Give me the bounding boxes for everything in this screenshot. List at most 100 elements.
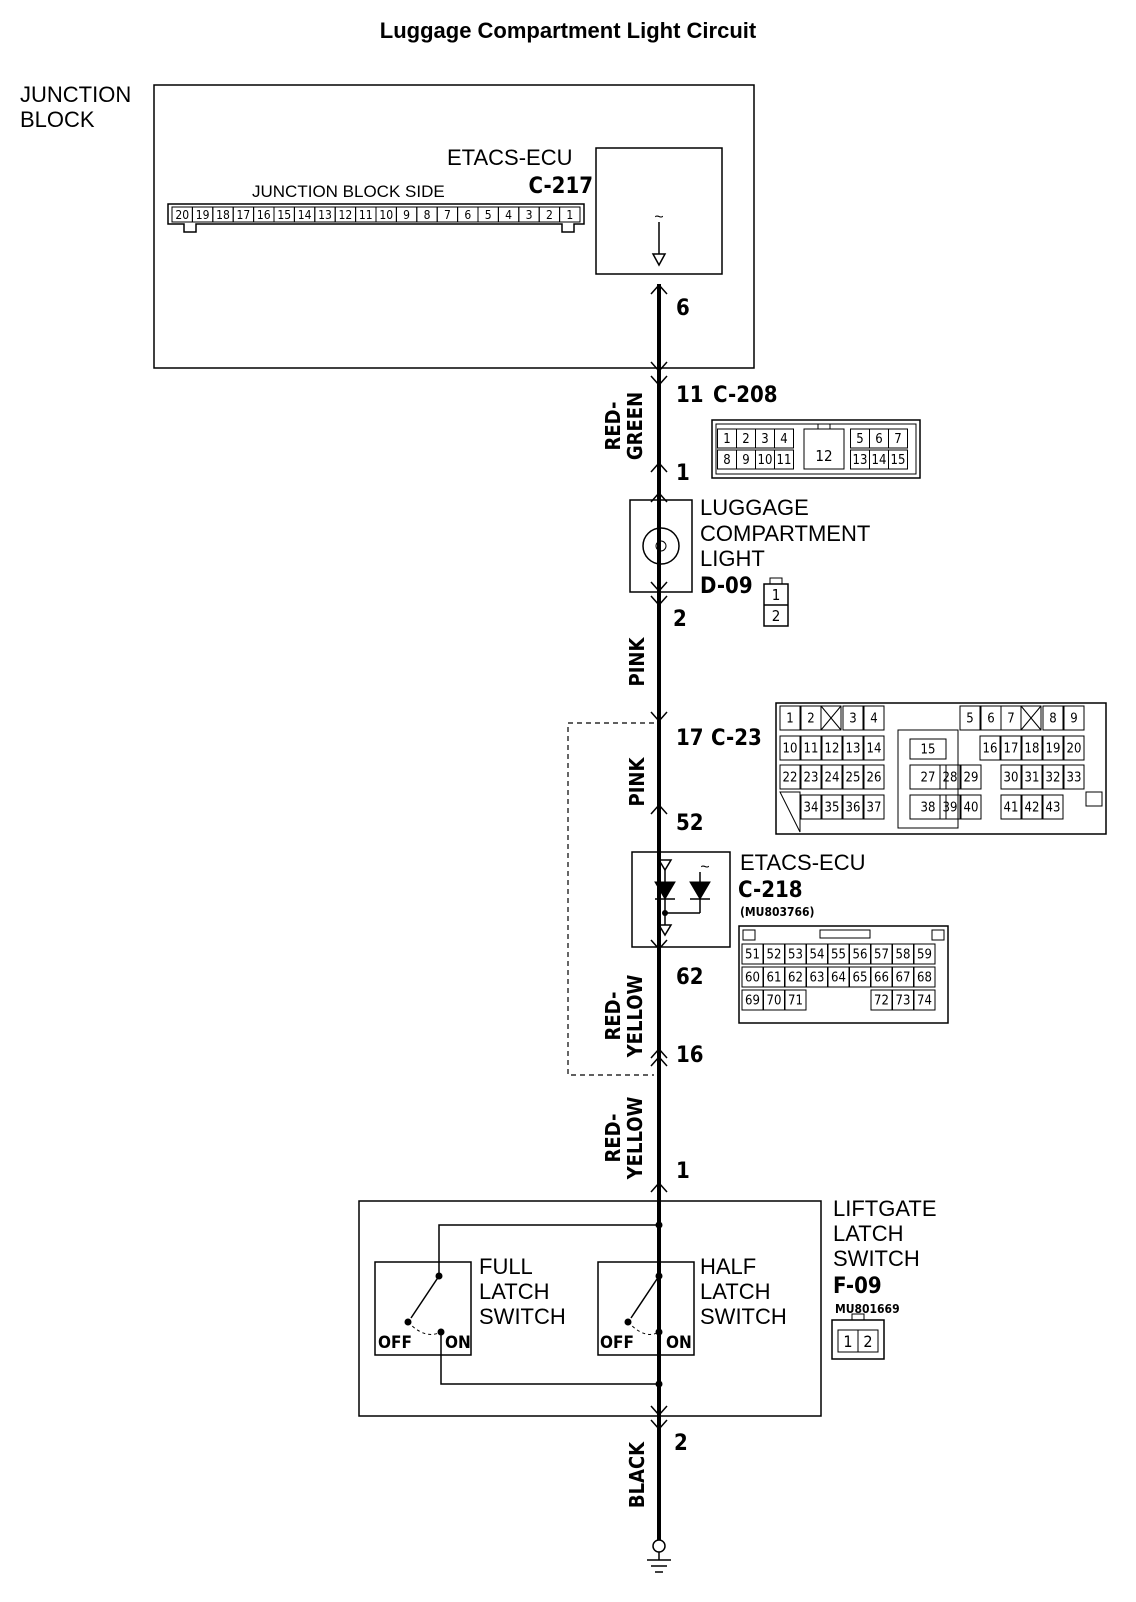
svg-text:RED-: RED- (601, 992, 625, 1041)
c23-pin-2: 2 (807, 712, 814, 727)
c218-pin-52: 52 (767, 948, 782, 963)
liftgate-label-2: LATCH (833, 1221, 904, 1246)
c23-pin-23-cell (800, 764, 822, 790)
c23-pin-25-cell (842, 764, 864, 790)
etacs-ecu-label-bottom: ETACS-ECU (740, 850, 866, 875)
c217-pin-5: 5 (485, 208, 492, 222)
full-latch-label-3: SWITCH (479, 1304, 566, 1329)
c208-pin-15-cell (888, 449, 908, 470)
c217-pin-1: 1 (566, 208, 573, 222)
c23-key-left (779, 791, 801, 833)
c217-pin-12: 12 (339, 208, 353, 222)
c208-pin-13: 13 (853, 453, 868, 468)
c218-pin-top-label: 52 (676, 811, 704, 836)
c23-pin-19-cell (1042, 735, 1064, 761)
c23-pin-24: 24 (825, 771, 840, 786)
etacs-ecu-box-top (595, 147, 723, 275)
c218-pin-68-cell (913, 966, 936, 988)
c208-pin-1: 1 (723, 432, 730, 447)
c23-pin-label: 17 (676, 726, 704, 751)
c208-pin-12: 12 (815, 447, 832, 465)
half-latch-label-3: SWITCH (700, 1304, 787, 1329)
c208-pin-2: 2 (742, 432, 749, 447)
c23-pin-37: 37 (867, 801, 882, 816)
ground-arrow-icon (651, 253, 667, 267)
c23-pin-20: 20 (1067, 742, 1082, 757)
full-latch-off-label: OFF (378, 1333, 412, 1353)
c23-pin-13: 13 (846, 742, 861, 757)
c23-pin-29-cell (960, 764, 982, 790)
c23-pin-16-cell (979, 735, 1001, 761)
wire-label-pink-2: PINK (625, 757, 649, 807)
c217-pin-16: 16 (257, 208, 271, 222)
terminal-2-label: 2 (673, 607, 687, 632)
c208-pin-14: 14 (872, 453, 887, 468)
c218-pin-51: 51 (745, 948, 760, 963)
c23-pin-43: 43 (1046, 801, 1061, 816)
c23-pin-5-cell (959, 705, 981, 731)
c218-pin-58: 58 (896, 948, 911, 963)
c208-pin-3: 3 (761, 432, 768, 447)
c23-pin-12-cell (821, 735, 843, 761)
c208-pin-15: 15 (891, 453, 906, 468)
c23-pin-28: 28 (943, 771, 958, 786)
diode-icon-1 (654, 881, 676, 900)
c23-pin-1: 1 (786, 712, 793, 727)
junction-block-label-2: BLOCK (20, 107, 95, 132)
c208-pin-4: 4 (780, 432, 787, 447)
c23-blank-mark-2b (1020, 705, 1042, 731)
luggage-light-label-1: LUGGAGE (700, 495, 809, 520)
c23-pin-6: 6 (987, 712, 994, 727)
c218-pin-56: 56 (853, 948, 868, 963)
power-supply-symbol: ~ (654, 209, 663, 226)
c23-pin-40-cell (960, 794, 982, 820)
c23-pin-18-cell (1021, 735, 1043, 761)
pin-1-label: 1 (676, 1159, 690, 1184)
bulb-icon (642, 527, 680, 565)
c23-pin-20-cell (1063, 735, 1085, 761)
power-supply-symbol-2: ~ (700, 859, 709, 876)
c23-pin-14: 14 (867, 742, 882, 757)
c217-pin-2: 2 (546, 208, 553, 222)
c23-pin-30-cell (1000, 764, 1022, 790)
junction-block-side-label: JUNCTION BLOCK SIDE (252, 182, 445, 201)
svg-text:RED-: RED- (601, 402, 625, 451)
c217-pin-6: 6 (464, 208, 471, 222)
c218-pin-65: 65 (853, 971, 868, 986)
c218-pin-59-cell (913, 943, 936, 965)
c23-pin-18: 18 (1025, 742, 1040, 757)
c218-pin-71: 71 (788, 994, 803, 1009)
diode-symbols: ~ (654, 859, 711, 937)
c23-pin-28-cell (939, 764, 961, 790)
half-latch-switch: OFF ON (597, 1261, 695, 1356)
c23-pin-31-cell (1021, 764, 1043, 790)
c208-pin-11: 11 (777, 453, 792, 468)
connector-d09-label: D-09 (700, 574, 753, 599)
c208-pin-7-cell (888, 428, 908, 449)
c23-pin-7: 7 (1007, 712, 1014, 727)
c208-pin-7: 7 (894, 432, 901, 447)
c23-pin-4: 4 (870, 712, 877, 727)
c218-pin-60: 60 (745, 971, 760, 986)
c218-pin-70: 70 (767, 994, 782, 1009)
wire-label-pink-1: PINK (625, 637, 649, 687)
switch-internal-wiring (438, 1221, 663, 1388)
c23-pin-36-cell (842, 794, 864, 820)
c208-connector-label: C-208 (713, 383, 778, 408)
c217-pin-10: 10 (379, 208, 393, 222)
liftgate-label-3: SWITCH (833, 1246, 920, 1271)
c23-pin-43-cell (1042, 794, 1064, 820)
c23-pin-17-cell (1000, 735, 1022, 761)
c208-pin-10: 10 (758, 453, 773, 468)
c23-pin-32: 32 (1046, 771, 1061, 786)
c23-pin-35: 35 (825, 801, 840, 816)
c217-pin-20: 20 (175, 208, 189, 222)
c23-pin-8-cell (1042, 705, 1064, 731)
c208-pin-bottom-label: 1 (676, 461, 690, 486)
c218-pin-74: 74 (917, 994, 932, 1009)
